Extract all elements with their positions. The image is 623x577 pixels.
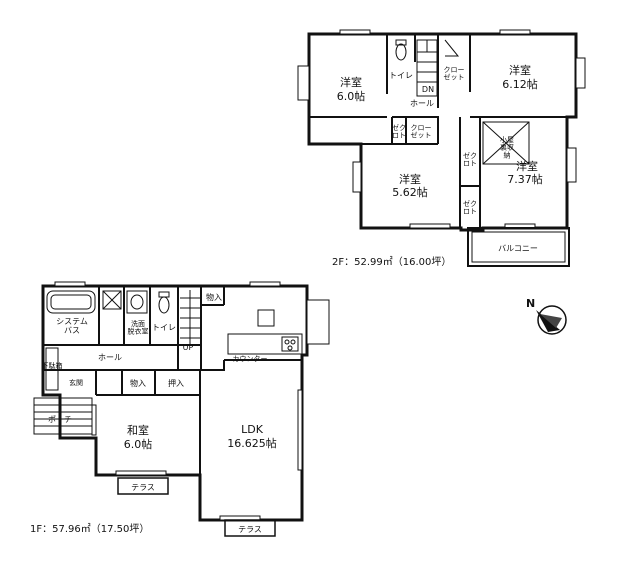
room-size-2f-c: 5.62帖 (392, 186, 428, 199)
closet-label-2f-d: ゼクロト (463, 151, 477, 168)
room-size-2f-ne: 6.12帖 (502, 78, 538, 91)
first-floor-caption: 1F：57.96㎡（17.50坪） (30, 522, 149, 535)
closet-label-2f-b: クローゼット (411, 124, 432, 140)
room-name-2f-ne: 洋室 (509, 63, 531, 77)
attic-label: 小屋裏収納 (500, 135, 514, 159)
room-name-ldk: LDK (241, 423, 264, 436)
bathtub (46, 290, 96, 314)
second-floor-windows (297, 29, 586, 229)
wash-label: 洗面脱衣室 (128, 319, 149, 336)
counter-label: カウンター (233, 354, 268, 363)
stairs-1f (180, 290, 200, 345)
room-name-washitsu: 和室 (127, 423, 149, 437)
entrance-label: 玄関 (69, 378, 83, 387)
storage-label-top: 物入 (206, 292, 222, 302)
terraces (117, 477, 276, 537)
terrace-label-a: テラス (131, 483, 155, 492)
compass: N (526, 297, 567, 335)
terrace-label-b: テラス (238, 525, 262, 534)
room-size-2f-nw: 6.0帖 (337, 90, 366, 103)
room-size-ldk: 16.625帖 (227, 437, 277, 450)
toilet-label-1f: トイレ (152, 323, 176, 332)
bath-label: システムバス (56, 317, 88, 335)
room-size-washitsu: 6.0帖 (124, 438, 153, 451)
room-name-2f-se: 洋室 (516, 159, 538, 173)
first-floor (41, 284, 309, 522)
storage-label-mid: 物入 (130, 378, 146, 388)
stairs-2f (416, 39, 460, 97)
down-label: DN (422, 85, 434, 94)
second-floor (307, 32, 578, 232)
first-floor-windows (54, 281, 330, 521)
room-name-2f-c: 洋室 (399, 172, 421, 186)
washbasin (102, 290, 148, 314)
shoebox-label: 下駄箱 (42, 361, 63, 370)
second-floor-caption: 2F：52.99㎡（16.00坪） (332, 255, 451, 268)
attic-hatch (482, 121, 530, 165)
closet-label-2f-e: ゼクロト (463, 199, 477, 216)
hall-label-2f: ホール (410, 99, 434, 108)
up-label: UP (183, 343, 194, 352)
room-size-2f-se: 7.37帖 (507, 173, 543, 186)
kitchen-counter (227, 309, 303, 355)
closet-label-2f-c: ゼクロト (392, 123, 406, 140)
oshiire-label: 押入 (168, 378, 184, 388)
hall-label-1f: ホール (98, 353, 122, 362)
room-name-2f-nw: 洋室 (340, 75, 362, 89)
closet-label-2f-a-text: クローゼット (444, 66, 465, 82)
balcony-label: バルコニー (498, 244, 538, 253)
balcony (467, 227, 570, 267)
porch-label: ポーチ (48, 415, 72, 424)
closet-label-2f-a: クローゼット (444, 66, 465, 82)
compass-north-label: N (526, 297, 535, 310)
toilet-fixture-2f (395, 39, 407, 61)
toilet-label-2f: トイレ (389, 71, 413, 80)
toilet-fixture-1f (158, 291, 170, 314)
shoebox (45, 347, 59, 391)
porch (33, 397, 93, 435)
